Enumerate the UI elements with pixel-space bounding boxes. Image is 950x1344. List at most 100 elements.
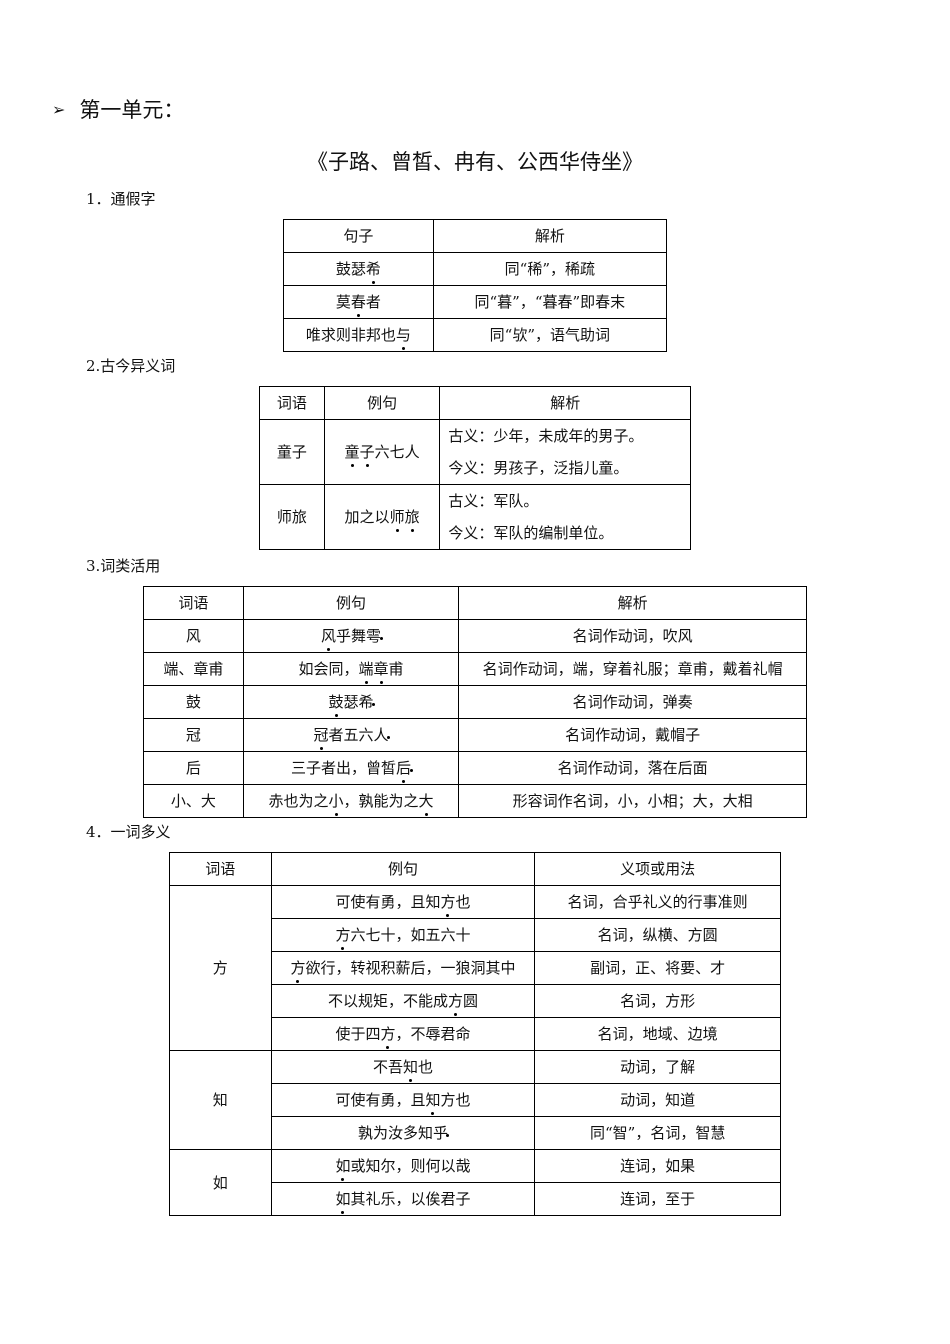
meaning-cell: 古义：军队。 今义：军队的编制单位。 bbox=[439, 484, 691, 550]
usage-cell: 名词，地域、边境 bbox=[534, 1017, 781, 1051]
table-row: 如其礼乐，以俟君子 连词，至于 bbox=[170, 1182, 781, 1216]
table-header-row: 句子 解析 bbox=[283, 219, 668, 253]
table-row: 小、大 赤也为之小，孰能为之大 形容词作名词，小，小相；大，大相 bbox=[143, 784, 807, 818]
table-row: 冠 冠者五六人 名词作动词，戴帽子 bbox=[143, 718, 807, 752]
example-cell: 鼓瑟希 bbox=[242, 685, 460, 719]
table-tongjiazi: 句子 解析 鼓瑟希 同“稀”，稀疏 莫春者 同“暮”，“暮春”即春末 唯求则非邦… bbox=[283, 219, 668, 352]
header-cell: 句子 bbox=[283, 219, 434, 253]
table-yiciduoyi: 词语 例句 义项或用法 方 可使有勇，且知方也 名词，合乎礼义的行事准则 方六七… bbox=[169, 852, 781, 1216]
example-cell: 加之以师旅 bbox=[323, 484, 441, 550]
header-cell: 解析 bbox=[439, 386, 691, 420]
header-cell: 解析 bbox=[432, 219, 668, 253]
table-header-row: 词语 例句 解析 bbox=[259, 386, 691, 420]
word-cell: 鼓 bbox=[143, 685, 244, 719]
example-cell: 可使有勇，且知方也 bbox=[270, 885, 536, 919]
usage-cell: 连词，至于 bbox=[534, 1182, 781, 1216]
table-row: 方六七十，如五六十 名词，纵横、方圆 bbox=[170, 918, 781, 952]
explanation-cell: 名词作动词，落在后面 bbox=[458, 751, 807, 785]
header-cell: 例句 bbox=[242, 586, 460, 620]
table-gujinyiyi: 词语 例句 解析 童子 童子六七人 古义：少年，未成年的男子。 今义：男孩子，泛… bbox=[259, 386, 691, 550]
unit-heading-text: 第一单元： bbox=[79, 98, 185, 122]
example-cell: 如或知尔，则何以哉 bbox=[270, 1149, 536, 1183]
usage-cell: 连词，如果 bbox=[534, 1149, 781, 1183]
example-cell: 可使有勇，且知方也 bbox=[270, 1083, 536, 1117]
explanation-cell: 名词作动词，戴帽子 bbox=[458, 718, 807, 752]
header-cell: 义项或用法 bbox=[534, 852, 781, 886]
table-row: 唯求则非邦也与 同“欤”，语气助词 bbox=[283, 318, 668, 352]
usage-cell: 动词，知道 bbox=[534, 1083, 781, 1117]
table-row: 风 风乎舞雩 名词作动词，吹风 bbox=[143, 619, 807, 653]
modern-meaning: 今义：军队的编制单位。 bbox=[448, 524, 614, 542]
word-cell: 后 bbox=[143, 751, 244, 785]
section-heading-gujinyiyi: 2.古今异义词 bbox=[86, 357, 176, 375]
explanation-cell: 形容词作名词，小，小相；大，大相 bbox=[458, 784, 807, 818]
table-header-row: 词语 例句 义项或用法 bbox=[169, 852, 781, 886]
modern-meaning: 今义：男孩子，泛指儿童。 bbox=[448, 459, 629, 477]
example-cell: 冠者五六人 bbox=[242, 718, 460, 752]
header-cell: 词语 bbox=[259, 386, 325, 420]
table-row: 孰为汝多知乎 同“智”，名词，智慧 bbox=[170, 1116, 781, 1150]
table-row: 如 如或知尔，则何以哉 连词，如果 bbox=[169, 1149, 781, 1216]
header-cell: 解析 bbox=[458, 586, 807, 620]
word-cell: 如 bbox=[169, 1149, 272, 1216]
table-row: 后 三子者出，曾皙后 名词作动词，落在后面 bbox=[143, 751, 807, 785]
meaning-cell: 古义：少年，未成年的男子。 今义：男孩子，泛指儿童。 bbox=[439, 419, 691, 485]
explanation-cell: 名词作动词，弹奏 bbox=[458, 685, 807, 719]
example-cell: 如其礼乐，以俟君子 bbox=[270, 1182, 536, 1216]
example-cell: 童子六七人 bbox=[323, 419, 441, 485]
ancient-meaning: 古义：军队。 bbox=[448, 492, 539, 510]
word-cell: 童子 bbox=[259, 419, 325, 485]
example-cell: 孰为汝多知乎 bbox=[270, 1116, 536, 1150]
usage-cell: 副词，正、将要、才 bbox=[534, 951, 781, 985]
table-row: 鼓 鼓瑟希 名词作动词，弹奏 bbox=[143, 685, 807, 719]
explanation-cell: 同“稀”，稀疏 bbox=[432, 252, 668, 286]
header-cell: 词语 bbox=[143, 586, 244, 620]
table-row: 使于四方，不辱君命 名词，地域、边境 bbox=[170, 1017, 781, 1051]
section-heading-cileihuoyong: 3.词类活用 bbox=[86, 557, 161, 575]
usage-cell: 名词，纵横、方圆 bbox=[534, 918, 781, 952]
explanation-cell: 同“暮”，“暮春”即春末 bbox=[432, 285, 668, 319]
example-cell: 三子者出，曾皙后 bbox=[242, 751, 460, 785]
word-cell: 风 bbox=[143, 619, 244, 653]
word-cell: 方 bbox=[169, 885, 272, 1051]
sentence-cell: 唯求则非邦也与 bbox=[283, 318, 434, 352]
explanation-cell: 名词作动词，端，穿着礼服；章甫，戴着礼帽 bbox=[458, 652, 807, 686]
sentence-cell: 鼓瑟希 bbox=[283, 252, 434, 286]
word-cell: 端、章甫 bbox=[143, 652, 244, 686]
header-cell: 例句 bbox=[270, 852, 536, 886]
section-heading-tongjiazi: 1．通假字 bbox=[86, 190, 156, 208]
table-row: 方 可使有勇，且知方也 名词，合乎礼义的行事准则 bbox=[169, 885, 781, 1051]
word-cell: 师旅 bbox=[259, 484, 325, 550]
example-cell: 赤也为之小，孰能为之大 bbox=[242, 784, 460, 818]
example-cell: 方六七十，如五六十 bbox=[270, 918, 536, 952]
lesson-title: 《子路、曾皙、冉有、公西华侍坐》 bbox=[307, 150, 643, 174]
arrow-bullet-icon: ➢ bbox=[52, 99, 66, 119]
word-cell: 冠 bbox=[143, 718, 244, 752]
example-cell: 不以规矩，不能成方圆 bbox=[270, 984, 536, 1018]
table-row: 鼓瑟希 同“稀”，稀疏 bbox=[283, 252, 668, 286]
header-cell: 例句 bbox=[323, 386, 441, 420]
explanation-cell: 同“欤”，语气助词 bbox=[432, 318, 668, 352]
usage-cell: 名词，合乎礼义的行事准则 bbox=[534, 885, 781, 919]
example-cell: 风乎舞雩 bbox=[242, 619, 460, 653]
example-cell: 方欲行，转视积薪后，一狼洞其中 bbox=[270, 951, 536, 985]
example-cell: 使于四方，不辱君命 bbox=[270, 1017, 536, 1051]
table-row: 莫春者 同“暮”，“暮春”即春末 bbox=[283, 285, 668, 319]
table-row: 童子 童子六七人 古义：少年，未成年的男子。 今义：男孩子，泛指儿童。 bbox=[259, 419, 691, 485]
section-heading-yiciduoyi: 4．一词多义 bbox=[86, 823, 171, 841]
example-cell: 不吾知也 bbox=[270, 1050, 536, 1084]
unit-heading: ➢ 第一单元： bbox=[52, 94, 184, 124]
sentence-cell: 莫春者 bbox=[283, 285, 434, 319]
usage-cell: 同“智”，名词，智慧 bbox=[534, 1116, 781, 1150]
header-cell: 词语 bbox=[169, 852, 272, 886]
example-cell: 如会同，端章甫 bbox=[242, 652, 460, 686]
explanation-cell: 名词作动词，吹风 bbox=[458, 619, 807, 653]
table-row: 师旅 加之以师旅 古义：军队。 今义：军队的编制单位。 bbox=[259, 484, 691, 550]
word-cell: 知 bbox=[169, 1050, 272, 1150]
usage-cell: 动词，了解 bbox=[534, 1050, 781, 1084]
usage-cell: 名词，方形 bbox=[534, 984, 781, 1018]
table-row: 端、章甫 如会同，端章甫 名词作动词，端，穿着礼服；章甫，戴着礼帽 bbox=[143, 652, 807, 686]
table-cileihuoyong: 词语 例句 解析 风 风乎舞雩 名词作动词，吹风 端、章甫 如会同，端章甫 名词… bbox=[143, 586, 807, 818]
table-header-row: 词语 例句 解析 bbox=[143, 586, 807, 620]
